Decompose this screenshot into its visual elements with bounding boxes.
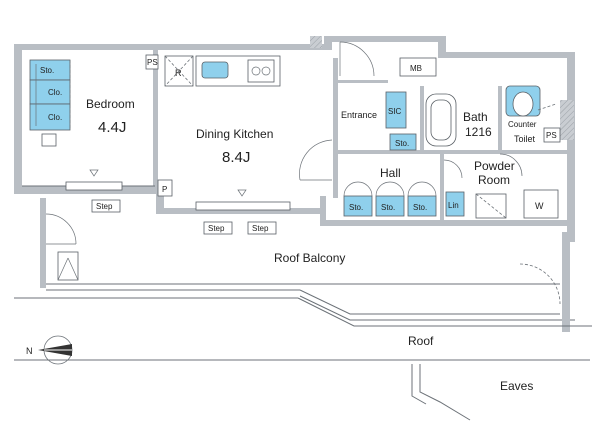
bedroom-clo-label-1: Clo. [48, 88, 62, 97]
kitchen-ps-label: PS [147, 58, 158, 67]
compass: N [26, 335, 73, 365]
powder-room-line1: Powder [474, 159, 515, 173]
washer-space [523, 189, 559, 219]
bedroom-size: 4.4J [98, 119, 126, 136]
dining-kitchen-name: Dining Kitchen [196, 127, 273, 141]
step-label-1: Step [96, 202, 113, 211]
sic-closet[interactable] [385, 91, 407, 129]
hall-label: Hall [380, 166, 401, 180]
roof: Roof [14, 297, 592, 361]
hall-storage-2[interactable] [375, 195, 405, 217]
interior-walls [22, 50, 568, 220]
eaves: Eaves [411, 364, 533, 421]
dining-kitchen: PS R Dining Kitchen 8.4J P [145, 54, 333, 211]
hall-storage-1[interactable] [343, 195, 373, 217]
north-label: N [26, 346, 33, 356]
bedroom-clo-label-2: Clo. [48, 113, 62, 122]
pipe-space-label: P [162, 185, 167, 194]
toilet-ps-label: PS [546, 131, 557, 140]
bedroom-name: Bedroom [86, 97, 135, 111]
powder-room-line2: Room [478, 173, 510, 187]
bedroom-sto-label: Sto. [40, 66, 54, 75]
roof-balcony: Roof Balcony [40, 198, 575, 332]
entrance-label: Entrance [341, 110, 377, 120]
hall-sto-label-1: Sto. [349, 203, 363, 212]
hall-storage-3[interactable] [407, 195, 437, 217]
roof-balcony-label: Roof Balcony [274, 251, 345, 265]
toilet: Counter Toilet PS [505, 85, 561, 144]
refrigerator-label: R [175, 68, 182, 78]
sic-label: SIC [388, 107, 402, 116]
hall-storage: Sto. Sto. Sto. [343, 181, 437, 217]
powder-room: Powder Room Lin W [443, 153, 559, 219]
entrance-sto-label: Sto. [395, 139, 409, 148]
step-label-2: Step [208, 224, 225, 233]
counter-label: Counter [508, 120, 537, 129]
bath: Bath 1216 [425, 93, 492, 147]
cooktop [247, 59, 275, 83]
kitchen-sink [201, 61, 229, 79]
linen-storage[interactable] [445, 191, 465, 217]
toilet-label: Toilet [514, 134, 536, 144]
bath-name: Bath [463, 110, 488, 124]
hall-sto-label-2: Sto. [381, 203, 395, 212]
steps: Step Step Step [91, 199, 277, 235]
roof-label: Roof [408, 334, 434, 348]
dining-kitchen-size: 8.4J [222, 149, 250, 166]
bedroom-closets: Sto. Clo. Clo. [29, 59, 71, 131]
mb-label: MB [410, 64, 422, 73]
step-label-3: Step [252, 224, 269, 233]
hall: Hall Sto. Sto. Sto. [343, 166, 437, 217]
balcony-hatch [57, 251, 79, 281]
entrance: Entrance SIC Sto. MB [339, 41, 437, 151]
washer-label: W [535, 201, 544, 211]
hall-sto-label-3: Sto. [413, 203, 427, 212]
entrance-storage[interactable] [389, 133, 417, 151]
linen-label: Lin [448, 201, 459, 210]
bedroom: Sto. Clo. Clo. PS Bedroom 4.4J [29, 59, 135, 191]
eaves-label: Eaves [500, 379, 533, 393]
bath-code: 1216 [465, 125, 492, 139]
bedroom-closet-1[interactable] [29, 79, 71, 105]
